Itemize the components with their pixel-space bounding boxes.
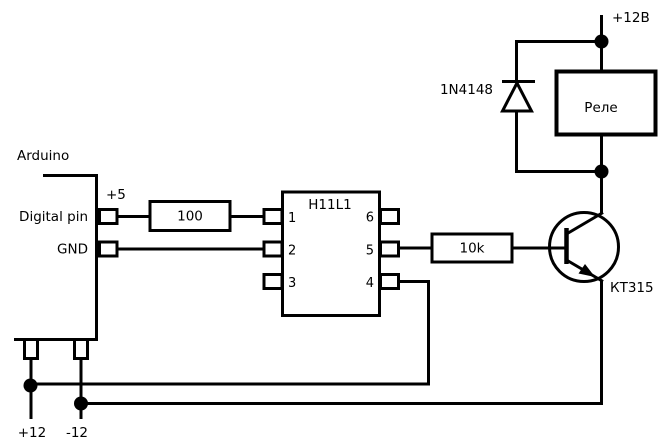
wire-diode-bottom xyxy=(515,110,602,173)
digital-pin-label: Digital pin xyxy=(19,209,88,225)
optocoupler-h11l1: H11L1 1 2 3 6 5 4 xyxy=(262,190,400,317)
arduino-label: Arduino xyxy=(17,148,69,164)
transistor-circle xyxy=(548,211,620,283)
ic-pin3-stub xyxy=(262,273,284,290)
emitter-arrow xyxy=(578,264,595,277)
diode-1n4148: 1N4148 xyxy=(440,40,602,173)
arduino-block: Arduino +5 Digital pin GND xyxy=(14,148,126,360)
digital-pin-stub xyxy=(98,208,119,225)
arduino-leg-left xyxy=(23,338,39,360)
transistor-label: КТ315 xyxy=(610,280,654,296)
wire-pin4-to-plus12 xyxy=(30,280,430,386)
ic-pin4-stub xyxy=(379,273,400,290)
ic-pin1-label: 1 xyxy=(288,211,296,226)
r1-value-label: 100 xyxy=(177,209,203,225)
resistor-r1-box xyxy=(148,200,232,232)
minus12-label: -12 xyxy=(66,425,88,441)
optocoupler-box xyxy=(281,190,381,317)
ic-pin2-stub xyxy=(262,240,284,258)
junction-dot-minus12 xyxy=(74,396,88,411)
relay-box xyxy=(554,69,658,137)
r2-value-label: 10k xyxy=(460,241,485,257)
ic-pin1-stub xyxy=(262,208,284,225)
relay-block: Реле xyxy=(554,69,658,213)
ic-pin2-label: 2 xyxy=(288,244,296,259)
supply-label: +12В xyxy=(612,10,650,26)
plus12-label: +12 xyxy=(18,425,47,441)
arduino-outline xyxy=(14,174,98,341)
power-rails: +12 -12 xyxy=(18,281,603,441)
transistor-collector-line xyxy=(565,211,604,236)
wire-diode-top xyxy=(515,40,602,81)
ic-pin6-stub xyxy=(379,208,400,225)
ic-pin4-label: 4 xyxy=(366,276,374,291)
supply-rail: +12В xyxy=(594,10,650,72)
gnd-label: GND xyxy=(57,242,88,258)
ic-pin5-label: 5 xyxy=(366,244,374,259)
diode-triangle xyxy=(500,79,534,113)
relay-label: Реле xyxy=(584,100,617,116)
resistor-r1: 100 xyxy=(148,200,232,232)
ic-name-label: H11L1 xyxy=(308,197,351,213)
plus5-label: +5 xyxy=(106,187,126,203)
diode-label: 1N4148 xyxy=(440,82,493,98)
ic-pin3-label: 3 xyxy=(288,276,296,291)
resistor-r2-box xyxy=(430,232,514,264)
junction-dot-plus12 xyxy=(23,378,38,393)
gnd-stub xyxy=(98,240,119,258)
ic-pin6-label: 6 xyxy=(366,211,374,226)
junction-dot-relay-bottom xyxy=(594,164,609,179)
wire-minus12-to-emitter xyxy=(81,281,603,405)
transistor-kt315: КТ315 xyxy=(548,211,654,296)
resistor-r2: 10k xyxy=(430,232,514,264)
arduino-leg-right xyxy=(73,338,89,360)
ic-pin5-stub xyxy=(379,240,400,258)
